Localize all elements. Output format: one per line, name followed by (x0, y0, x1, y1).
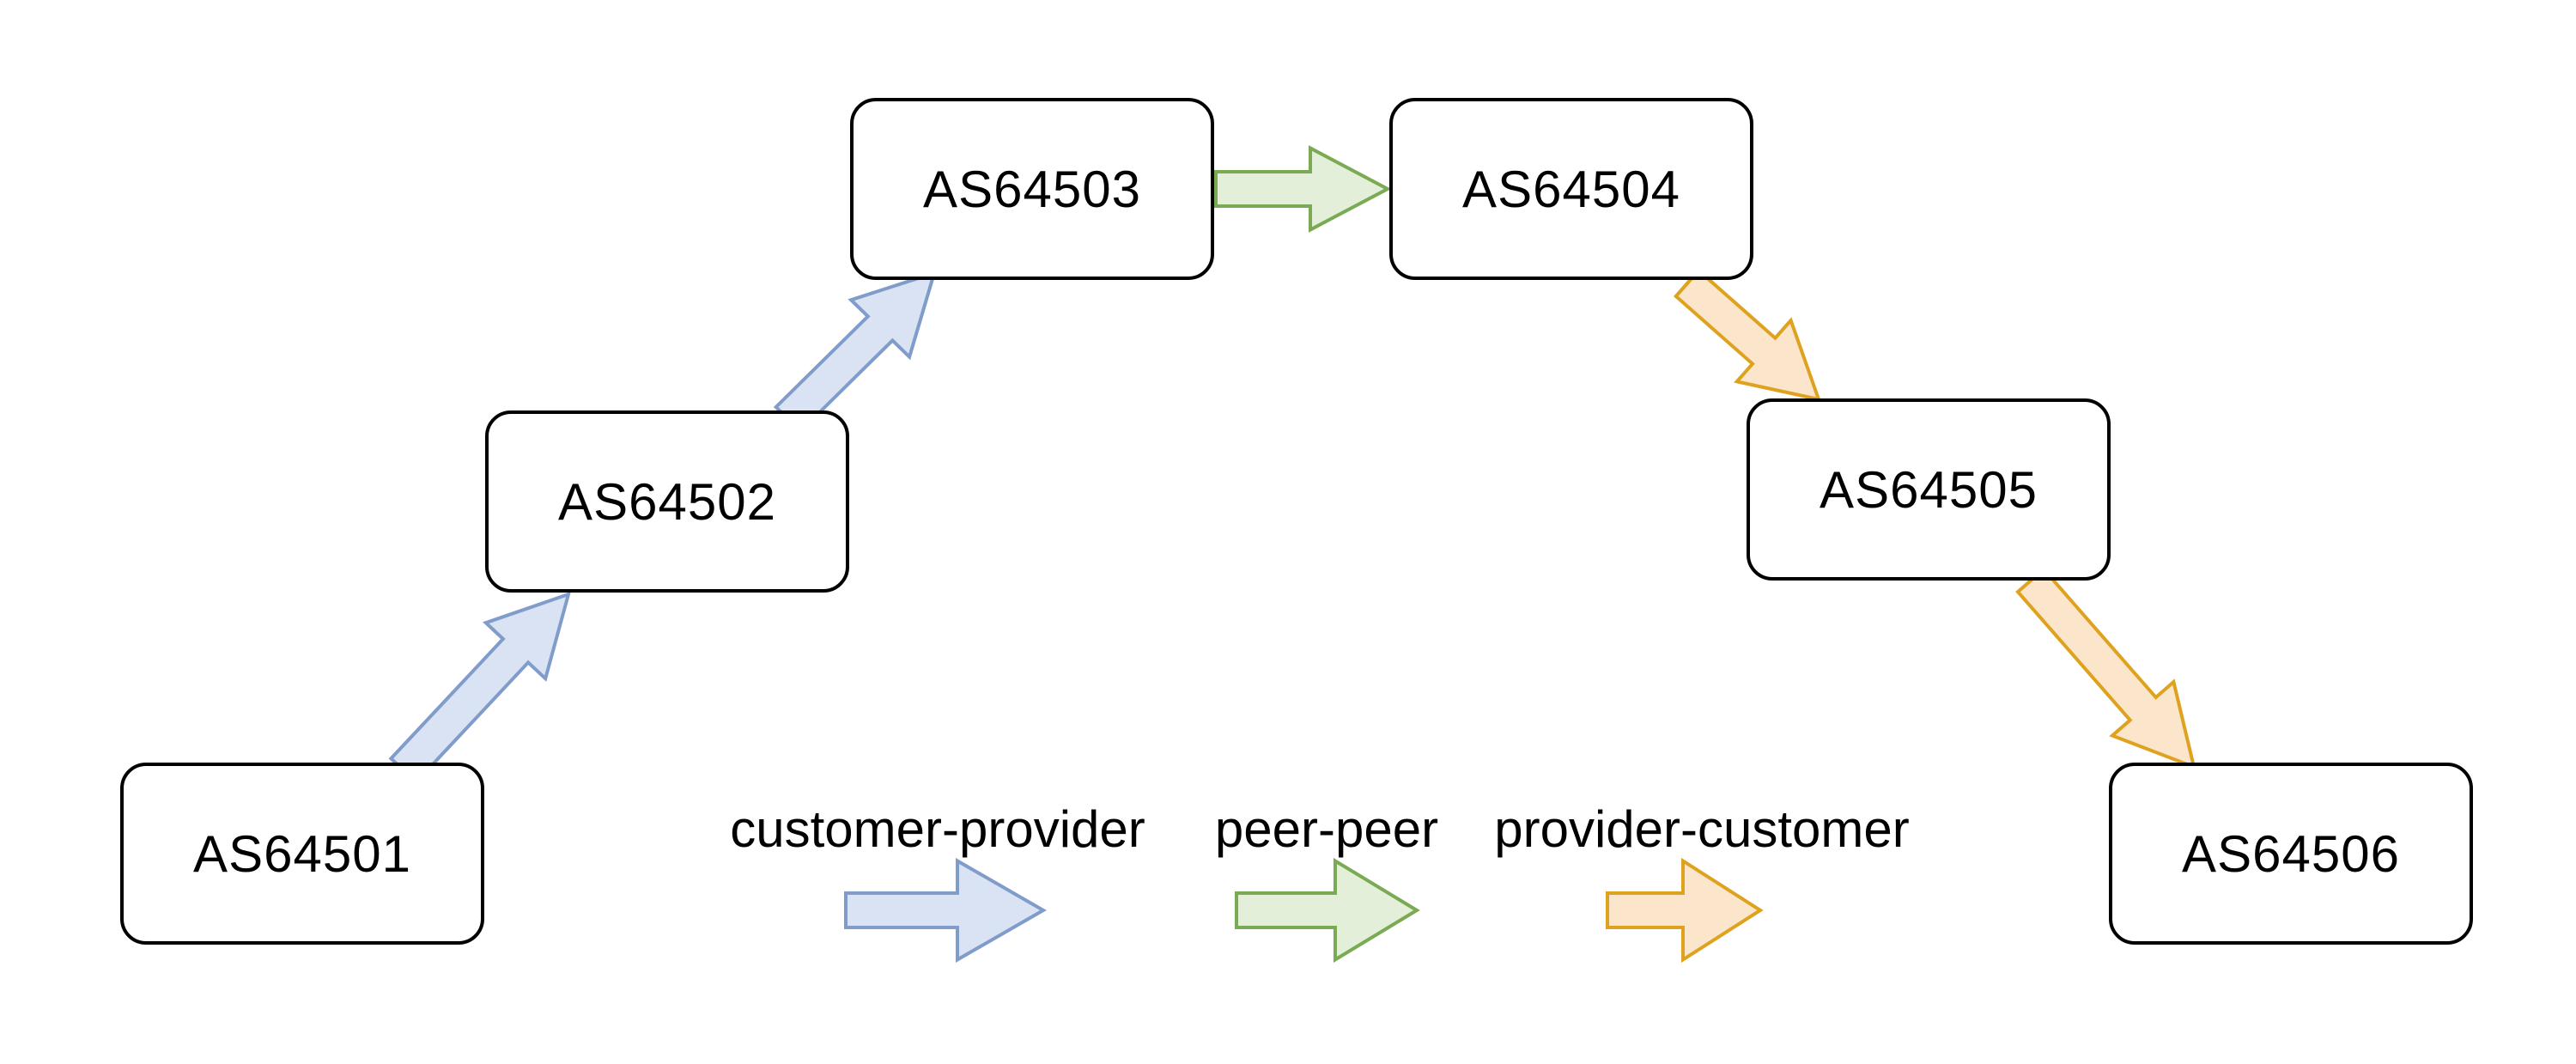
arrow-as64501-to-as64502 (388, 591, 571, 785)
node-as64504: AS64504 (1389, 98, 1753, 280)
green-right-arrow-icon (1235, 857, 1420, 964)
orange-right-arrow-icon (1606, 857, 1764, 964)
arrow-as64504-to-as64505 (1673, 268, 1822, 402)
node-as64503-label: AS64503 (923, 160, 1141, 218)
node-as64504-label: AS64504 (1462, 160, 1680, 218)
arrow-as64505-to-as64506 (2015, 566, 2196, 770)
arrow-as64502-to-as64503 (773, 270, 937, 434)
node-as64502-label: AS64502 (558, 472, 776, 531)
legend-label-peer-peer: peer-peer (1214, 800, 1439, 858)
node-as64506: AS64506 (2109, 763, 2473, 945)
node-as64505-label: AS64505 (1820, 460, 2038, 519)
arrow-as64503-to-as64504 (1214, 145, 1392, 233)
node-as64502: AS64502 (485, 410, 849, 593)
node-as64506-label: AS64506 (2182, 824, 2400, 883)
node-as64501: AS64501 (120, 763, 484, 945)
node-as64501-label: AS64501 (193, 824, 411, 883)
legend-label-provider-customer: provider-customer (1494, 800, 1910, 858)
legend-label-customer-provider: customer-provider (730, 800, 1145, 858)
node-as64505: AS64505 (1747, 398, 2111, 581)
blue-right-arrow-icon (844, 858, 1048, 963)
node-as64503: AS64503 (850, 98, 1214, 280)
